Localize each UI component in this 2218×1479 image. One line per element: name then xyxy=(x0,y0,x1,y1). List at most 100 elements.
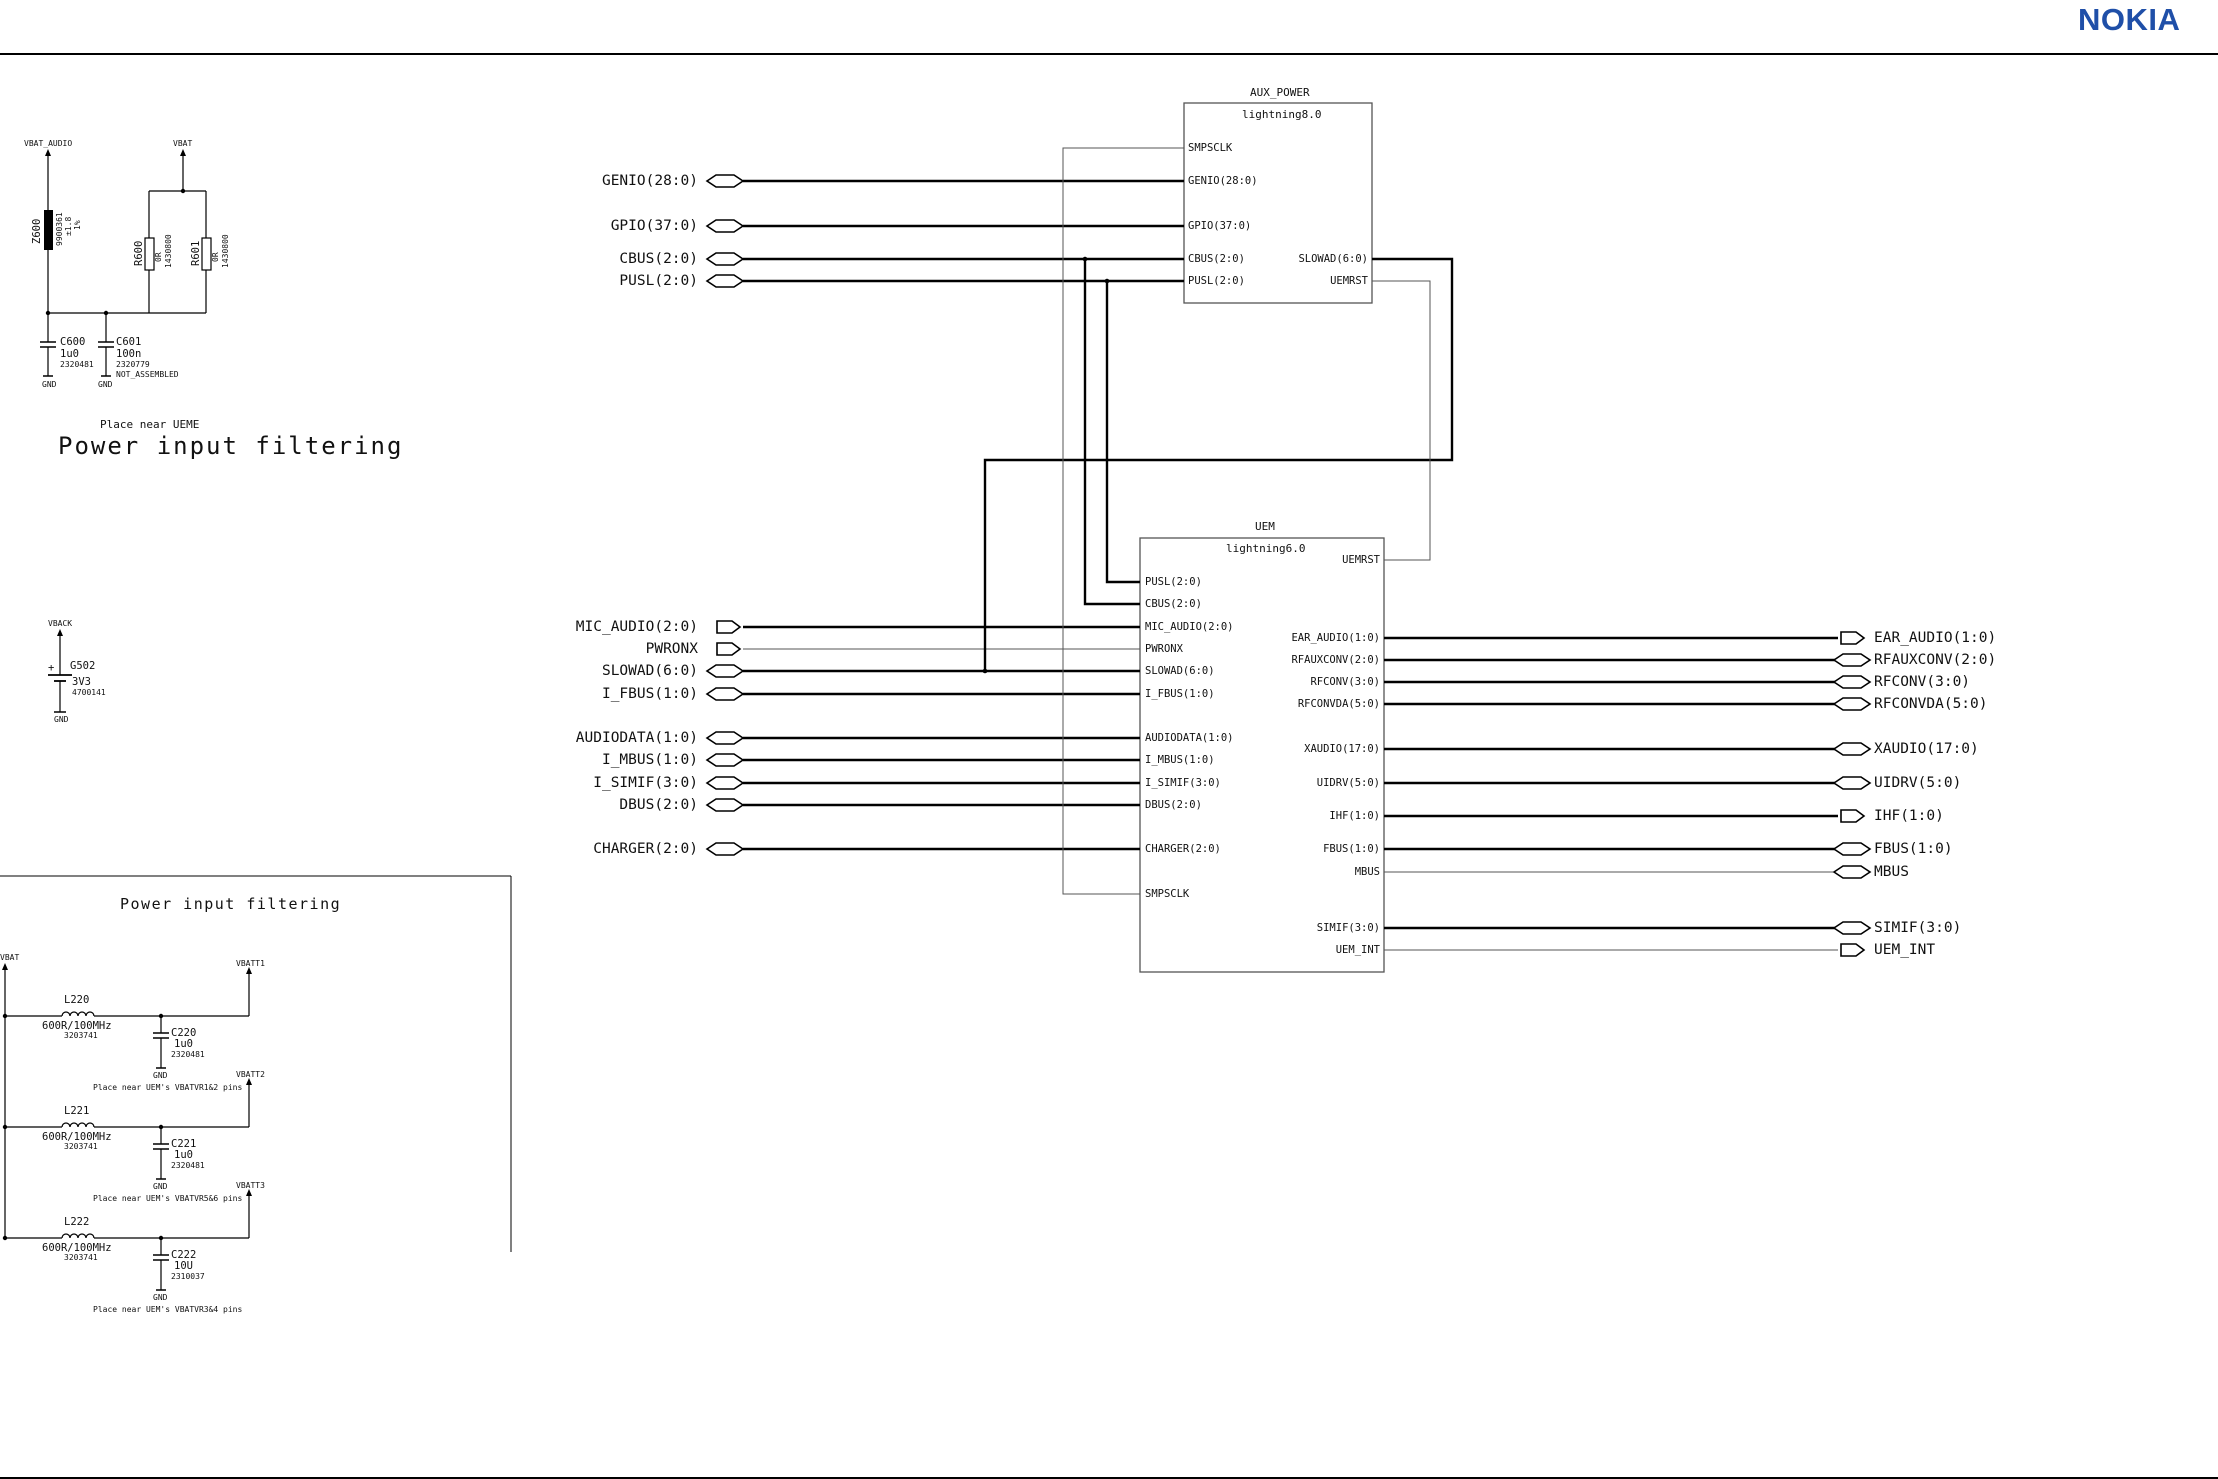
port-simif-3-0: SIMIF(3:0) xyxy=(1832,920,1961,936)
r600-resistor xyxy=(144,237,155,271)
port-slowad-6-0: SLOWAD(6:0) xyxy=(602,663,745,679)
inductor-part: 3203741 xyxy=(64,1253,98,1262)
power-filter-bottom-title: Power input filtering xyxy=(120,895,341,913)
z600-ref: Z600 xyxy=(31,219,43,244)
c601-gnd: GND xyxy=(98,380,113,389)
inductor-coil xyxy=(61,1011,95,1017)
battery-gnd: GND xyxy=(54,715,69,724)
uem-pin-charger-2-0: CHARGER(2:0) xyxy=(1145,843,1221,855)
port-label-audiodata-1-0: AUDIODATA(1:0) xyxy=(576,730,698,746)
uem-pin-i-fbus-1-0: I_FBUS(1:0) xyxy=(1145,688,1215,700)
uem-pin-ear-audio-1-0: EAR_AUDIO(1:0) xyxy=(1291,632,1380,644)
z600-value2: 1% xyxy=(73,220,82,230)
r601-part: 1430800 xyxy=(221,234,230,268)
aux-power-box xyxy=(1183,102,1373,304)
c601-value: 100n xyxy=(116,348,141,360)
vbatt-label: VBATT3 xyxy=(236,1181,265,1190)
r601-resistor xyxy=(201,237,212,271)
port-label-uem-int: UEM_INT xyxy=(1874,942,1935,958)
aux-pin-gpio-37-0: GPIO(37:0) xyxy=(1188,220,1251,232)
port-label-rfauxconv-2-0: RFAUXCONV(2:0) xyxy=(1874,652,1996,668)
port-label-pusl-2-0: PUSL(2:0) xyxy=(619,273,698,289)
r600-ref: R600 xyxy=(133,241,145,266)
uem-pin-cbus-2-0: CBUS(2:0) xyxy=(1145,598,1202,610)
vbatt-label: VBATT2 xyxy=(236,1070,265,1079)
inductor-ref: L221 xyxy=(64,1105,89,1117)
uem-pin-rfconv-3-0: RFCONV(3:0) xyxy=(1310,676,1380,688)
aux-pin-genio-28-0: GENIO(28:0) xyxy=(1188,175,1258,187)
port-mic-audio-2-0: MIC_AUDIO(2:0) xyxy=(576,619,742,635)
stage-note: Place near UEM's VBATVR5&6 pins xyxy=(93,1194,242,1203)
nokia-logo: NOKIA xyxy=(2078,2,2180,37)
cap-value: 10U xyxy=(174,1260,193,1272)
port-i-fbus-1-0: I_FBUS(1:0) xyxy=(602,686,745,702)
r600-part: 1430800 xyxy=(164,234,173,268)
port-rfconv-3-0: RFCONV(3:0) xyxy=(1832,674,1970,690)
vbat-bottom-label: VBAT xyxy=(0,953,19,962)
ports: GENIO(28:0) GPIO(37:0) CBUS(2:0) PUSL(2:0) M… xyxy=(576,173,1996,958)
port-label-ear-audio-1-0: EAR_AUDIO(1:0) xyxy=(1874,630,1996,646)
port-label-simif-3-0: SIMIF(3:0) xyxy=(1874,920,1961,936)
power-filter-bottom: Power input filtering VBAT VBATT1L220600… xyxy=(0,875,512,1314)
uem-pin-fbus-1-0: FBUS(1:0) xyxy=(1323,843,1380,855)
port-label-cbus-2-0: CBUS(2:0) xyxy=(619,251,698,267)
port-xaudio-17-0: XAUDIO(17:0) xyxy=(1832,741,1979,757)
cap-part: 2310037 xyxy=(171,1272,205,1281)
inductor-ref: L220 xyxy=(64,994,89,1006)
nets xyxy=(743,147,1838,951)
aux-power-pins: SMPSCLKGENIO(28:0)GPIO(37:0)CBUS(2:0)PUS… xyxy=(1188,142,1369,287)
cap-ref: C221 xyxy=(171,1138,196,1150)
c600-part: 2320481 xyxy=(60,360,94,369)
uem-pin-audiodata-1-0: AUDIODATA(1:0) xyxy=(1145,732,1234,744)
port-label-mic-audio-2-0: MIC_AUDIO(2:0) xyxy=(576,619,698,635)
uem-pin-dbus-2-0: DBUS(2:0) xyxy=(1145,799,1202,811)
port-pwronx: PWRONX xyxy=(646,641,742,657)
r600-value: 0R xyxy=(154,252,163,262)
net-pusl-tap xyxy=(1105,281,1140,584)
inductor-coil xyxy=(61,1233,95,1239)
port-rfconvda-5-0: RFCONVDA(5:0) xyxy=(1832,696,1988,712)
uem-pin-ihf-1-0: IHF(1:0) xyxy=(1329,810,1380,822)
uem-pins: PUSL(2:0)CBUS(2:0)MIC_AUDIO(2:0)PWRONXSL… xyxy=(1145,554,1381,956)
uem-box xyxy=(1139,537,1385,973)
cbus-junction xyxy=(1082,256,1088,262)
z600-part: 9900361 xyxy=(55,212,64,246)
port-label-rfconv-3-0: RFCONV(3:0) xyxy=(1874,674,1970,690)
uem-block: UEM lightning6.0 PUSL(2:0)CBUS(2:0)MIC_A… xyxy=(1139,520,1385,973)
port-label-pwronx: PWRONX xyxy=(646,641,699,657)
port-genio-28-0: GENIO(28:0) xyxy=(602,173,745,189)
cap-ref: C222 xyxy=(171,1249,196,1261)
aux-power-subtitle: lightning8.0 xyxy=(1242,108,1321,121)
c600-value: 1u0 xyxy=(60,348,79,360)
uem-pin-pwronx: PWRONX xyxy=(1145,643,1184,655)
inductor-part: 3203741 xyxy=(64,1031,98,1040)
port-ihf-1-0: IHF(1:0) xyxy=(1840,808,1944,824)
port-cbus-2-0: CBUS(2:0) xyxy=(619,251,745,267)
vback-label: VBACK xyxy=(48,619,72,628)
port-audiodata-1-0: AUDIODATA(1:0) xyxy=(576,730,745,746)
uem-pin-rfconvda-5-0: RFCONVDA(5:0) xyxy=(1298,698,1380,710)
uem-pin-rfauxconv-2-0: RFAUXCONV(2:0) xyxy=(1291,654,1380,666)
z600-value: ±1.8 xyxy=(64,217,73,236)
power-filter-top: VBAT_AUDIO Z600 9900361 ±1.8 1% VBAT R60… xyxy=(24,139,401,460)
aux-pin-smpsclk: SMPSCLK xyxy=(1188,142,1233,154)
aux-power-block: AUX_POWER lightning8.0 SMPSCLKGENIO(28:0… xyxy=(1183,86,1373,304)
port-label-gpio-37-0: GPIO(37:0) xyxy=(611,218,698,234)
uem-pin-i-mbus-1-0: I_MBUS(1:0) xyxy=(1145,754,1215,766)
cap-gnd: GND xyxy=(153,1182,168,1191)
slowad-junction xyxy=(982,668,988,674)
port-uidrv-5-0: UIDRV(5:0) xyxy=(1832,775,1961,791)
aux-pin-slowad-6-0: SLOWAD(6:0) xyxy=(1298,253,1368,265)
uem-pin-uidrv-5-0: UIDRV(5:0) xyxy=(1317,777,1380,789)
battery-g502: VBACK + G502 3V3 4700141 GND xyxy=(48,619,106,724)
z600-ferrite xyxy=(44,210,53,250)
cap-value: 1u0 xyxy=(174,1038,193,1050)
aux-pin-uemrst: UEMRST xyxy=(1330,275,1369,287)
inductor-value: 600R/100MHz xyxy=(42,1020,112,1032)
port-uem-int: UEM_INT xyxy=(1840,942,1935,958)
uem-subtitle: lightning6.0 xyxy=(1226,542,1305,555)
